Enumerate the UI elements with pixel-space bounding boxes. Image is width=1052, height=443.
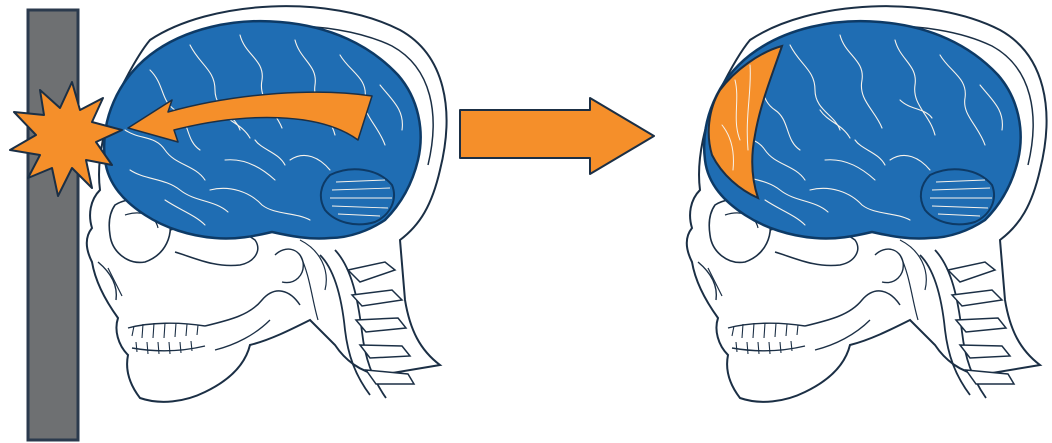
vertical-wall-bar	[28, 10, 78, 440]
result-panel	[687, 6, 1047, 402]
impact-panel	[10, 6, 447, 440]
right-arrow-icon	[460, 98, 654, 174]
